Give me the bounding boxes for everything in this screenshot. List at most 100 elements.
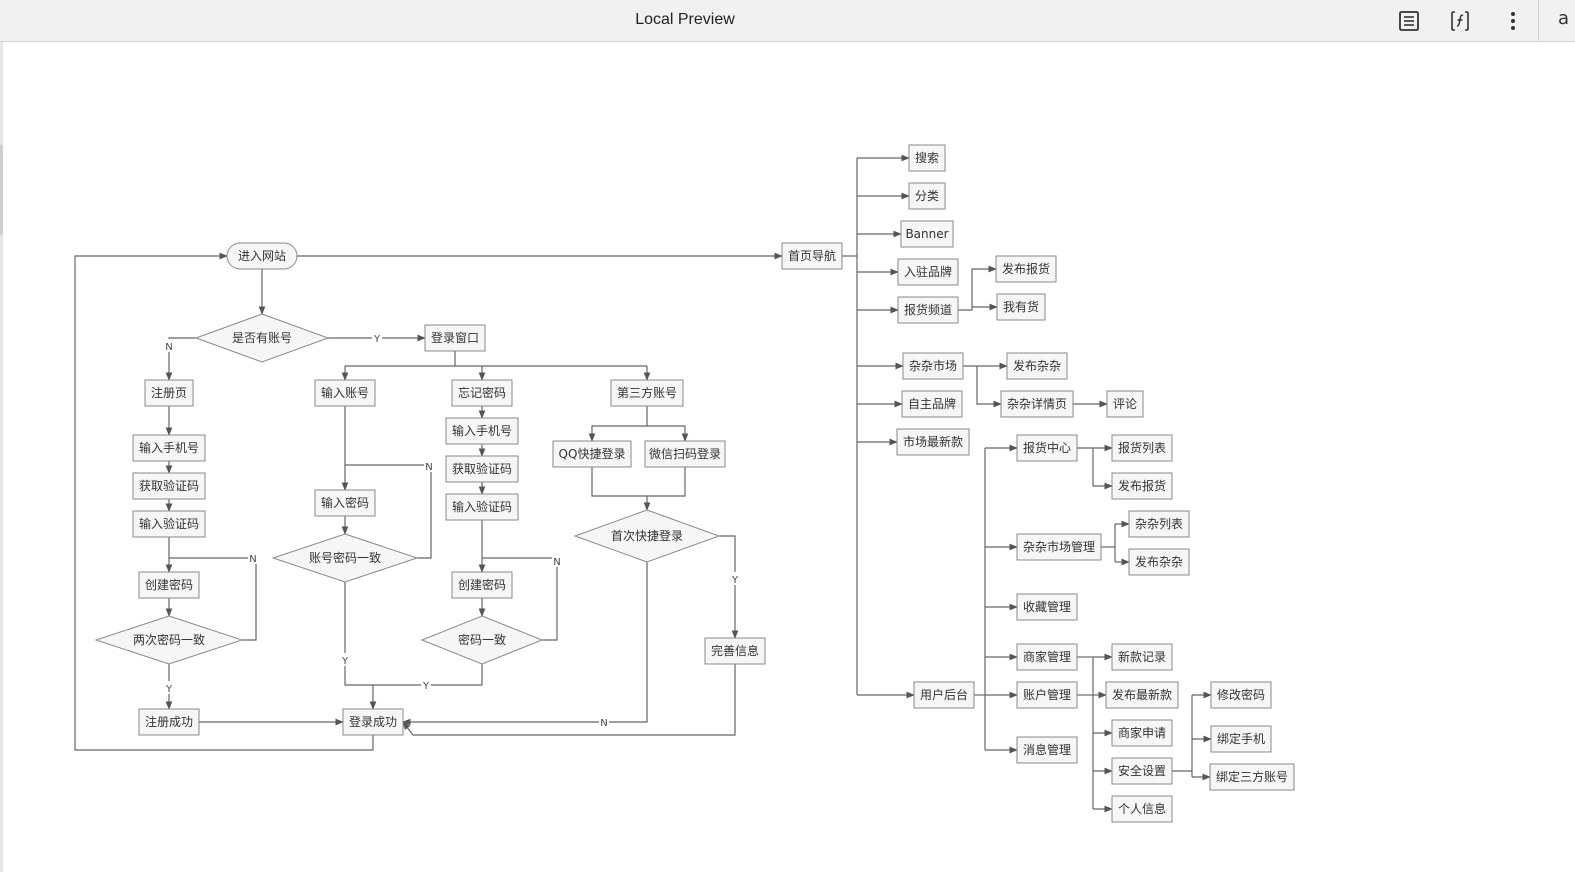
node-publish-newest: 发布最新款 <box>1105 681 1179 709</box>
node-label-user-admin: 用户后台 <box>920 687 968 702</box>
label-no-reg-match-bg <box>248 551 258 564</box>
node-label-input-pwd: 输入密码 <box>321 495 369 510</box>
node-publish-supply-1: 发布报货 <box>995 255 1057 283</box>
node-search: 搜索 <box>908 144 946 172</box>
node-label-bind-phone: 绑定手机 <box>1217 731 1265 746</box>
quick-join <box>591 467 686 497</box>
label-yes-account-match: Y <box>341 656 349 667</box>
node-login-success: 登录成功 <box>342 708 404 736</box>
node-label-supply-channel: 报货频道 <box>904 302 952 317</box>
third-qq <box>588 406 648 442</box>
node-security: 安全设置 <box>1111 757 1173 785</box>
sc-publish <box>1092 448 1113 490</box>
node-label-qq-login: QQ快捷登录 <box>559 446 626 461</box>
node-account-manage: 账户管理 <box>1016 681 1078 709</box>
node-label-misc-detail: 杂杂详情页 <box>1007 396 1067 411</box>
toolbar-divider <box>1538 0 1539 42</box>
left-scroll-edge <box>0 42 3 872</box>
label-no-account-match: N <box>425 462 432 473</box>
node-forgot-pwd: 忘记密码 <box>451 379 513 407</box>
misc-detail <box>976 366 1002 408</box>
node-merchant-manage: 商家管理 <box>1016 643 1078 671</box>
label-yes-first-quick-bg <box>730 572 740 585</box>
node-label-bind-third: 绑定三方账号 <box>1216 769 1288 784</box>
node-own-brand: 自主品牌 <box>901 390 963 418</box>
first-yes <box>719 535 739 639</box>
label-yes-reg-match: Y <box>165 684 173 695</box>
label-yes-reg-match-bg <box>164 681 174 694</box>
node-label-fp-create-pwd: 创建密码 <box>458 577 506 592</box>
node-reg-enter-code: 输入验证码 <box>132 510 206 538</box>
label-no-reg-match: N <box>249 554 256 565</box>
node-label-reg-enter-code: 输入验证码 <box>139 516 199 531</box>
node-reg-phone: 输入手机号 <box>132 434 206 462</box>
node-merchant-apply: 商家申请 <box>1111 719 1173 747</box>
node-label-publish-misc-2: 发布杂杂 <box>1135 554 1183 569</box>
node-input-account: 输入账号 <box>314 379 376 407</box>
complete-to-login <box>402 664 736 736</box>
left-scroll-thumb[interactable] <box>0 145 3 235</box>
node-complete-info: 完善信息 <box>704 637 766 665</box>
node-label-message-manage: 消息管理 <box>1023 742 1071 757</box>
node-newest: 市场最新款 <box>896 428 970 456</box>
label-no-has-account: N <box>165 342 172 353</box>
function-icon[interactable] <box>1448 9 1472 33</box>
node-label-reg-get-code: 获取验证码 <box>139 478 199 493</box>
fp-match-no <box>482 557 558 641</box>
node-qq-login: QQ快捷登录 <box>552 440 632 468</box>
node-label-brand-join: 入驻品牌 <box>904 264 952 279</box>
node-reg-create-pwd: 创建密码 <box>138 571 200 599</box>
node-personal-info: 个人信息 <box>1111 795 1173 823</box>
node-misc-list: 杂杂列表 <box>1128 510 1190 538</box>
node-label-publish-supply-1: 发布报货 <box>1002 261 1050 276</box>
account-match-yes <box>344 582 377 710</box>
label-no-account-match-bg <box>424 459 434 472</box>
node-label-category: 分类 <box>915 189 939 203</box>
node-label-fp-phone: 输入手机号 <box>452 423 512 438</box>
node-label-home-nav: 首页导航 <box>788 248 836 263</box>
node-label-new-records: 新款记录 <box>1118 649 1166 664</box>
node-label-complete-info: 完善信息 <box>711 643 759 658</box>
node-misc-market: 杂杂市场 <box>902 352 964 380</box>
has-account-no <box>165 337 196 381</box>
node-label-reg-create-pwd: 创建密码 <box>145 577 193 592</box>
node-supply-center: 报货中心 <box>1016 434 1078 462</box>
node-label-merchant-apply: 商家申请 <box>1118 725 1166 740</box>
window-title: Local Preview <box>635 11 735 28</box>
node-input-pwd: 输入密码 <box>314 489 376 517</box>
label-yes-first-quick: Y <box>731 575 739 586</box>
label-no-has-account-bg <box>164 339 174 352</box>
node-label-misc-list: 杂杂列表 <box>1135 517 1183 531</box>
flowchart: YNNYNYNYYN进入网站是否有账号登录窗口注册页输入手机号获取验证码输入验证… <box>74 144 1295 823</box>
reader-mode-icon[interactable] <box>1397 9 1421 33</box>
node-brand-join: 入驻品牌 <box>897 258 959 286</box>
node-supply-channel: 报货频道 <box>897 296 959 324</box>
first-no <box>402 562 648 726</box>
label-yes-has-account: Y <box>373 334 381 345</box>
node-third-party: 第三方账号 <box>610 379 684 407</box>
node-publish-supply-2: 发布报货 <box>1111 472 1173 500</box>
reg-match-no <box>169 557 257 641</box>
node-wechat-login: 微信扫码登录 <box>644 440 726 468</box>
fp-match-yes <box>373 664 483 686</box>
node-label-first-quick-login: 首次快捷登录 <box>611 528 683 543</box>
node-label-fp-enter-code: 输入验证码 <box>452 499 512 514</box>
node-misc-manage: 杂杂市场管理 <box>1016 533 1102 561</box>
node-comment: 评论 <box>1106 390 1144 418</box>
label-yes-fp-match: Y <box>422 681 430 692</box>
node-label-supply-list: 报货列表 <box>1118 440 1166 455</box>
supply-publish <box>958 265 997 311</box>
nodes: 进入网站是否有账号登录窗口注册页输入手机号获取验证码输入验证码创建密码两次密码一… <box>94 144 1295 823</box>
more-icon[interactable] <box>1501 9 1525 33</box>
node-fp-pwd-match: 密码一致 <box>420 615 544 665</box>
node-publish-misc-2: 发布杂杂 <box>1128 548 1190 576</box>
title-bar: Local Preview a <box>0 0 1575 42</box>
label-yes-has-account-bg <box>372 331 382 344</box>
node-new-records: 新款记录 <box>1111 643 1173 671</box>
node-label-change-pwd: 修改密码 <box>1217 687 1265 702</box>
node-bind-phone: 绑定手机 <box>1210 725 1272 753</box>
node-banner: Banner <box>900 220 954 248</box>
node-label-personal-info: 个人信息 <box>1118 801 1166 816</box>
node-reg-get-code: 获取验证码 <box>132 472 206 500</box>
login-success-loop <box>74 252 374 751</box>
